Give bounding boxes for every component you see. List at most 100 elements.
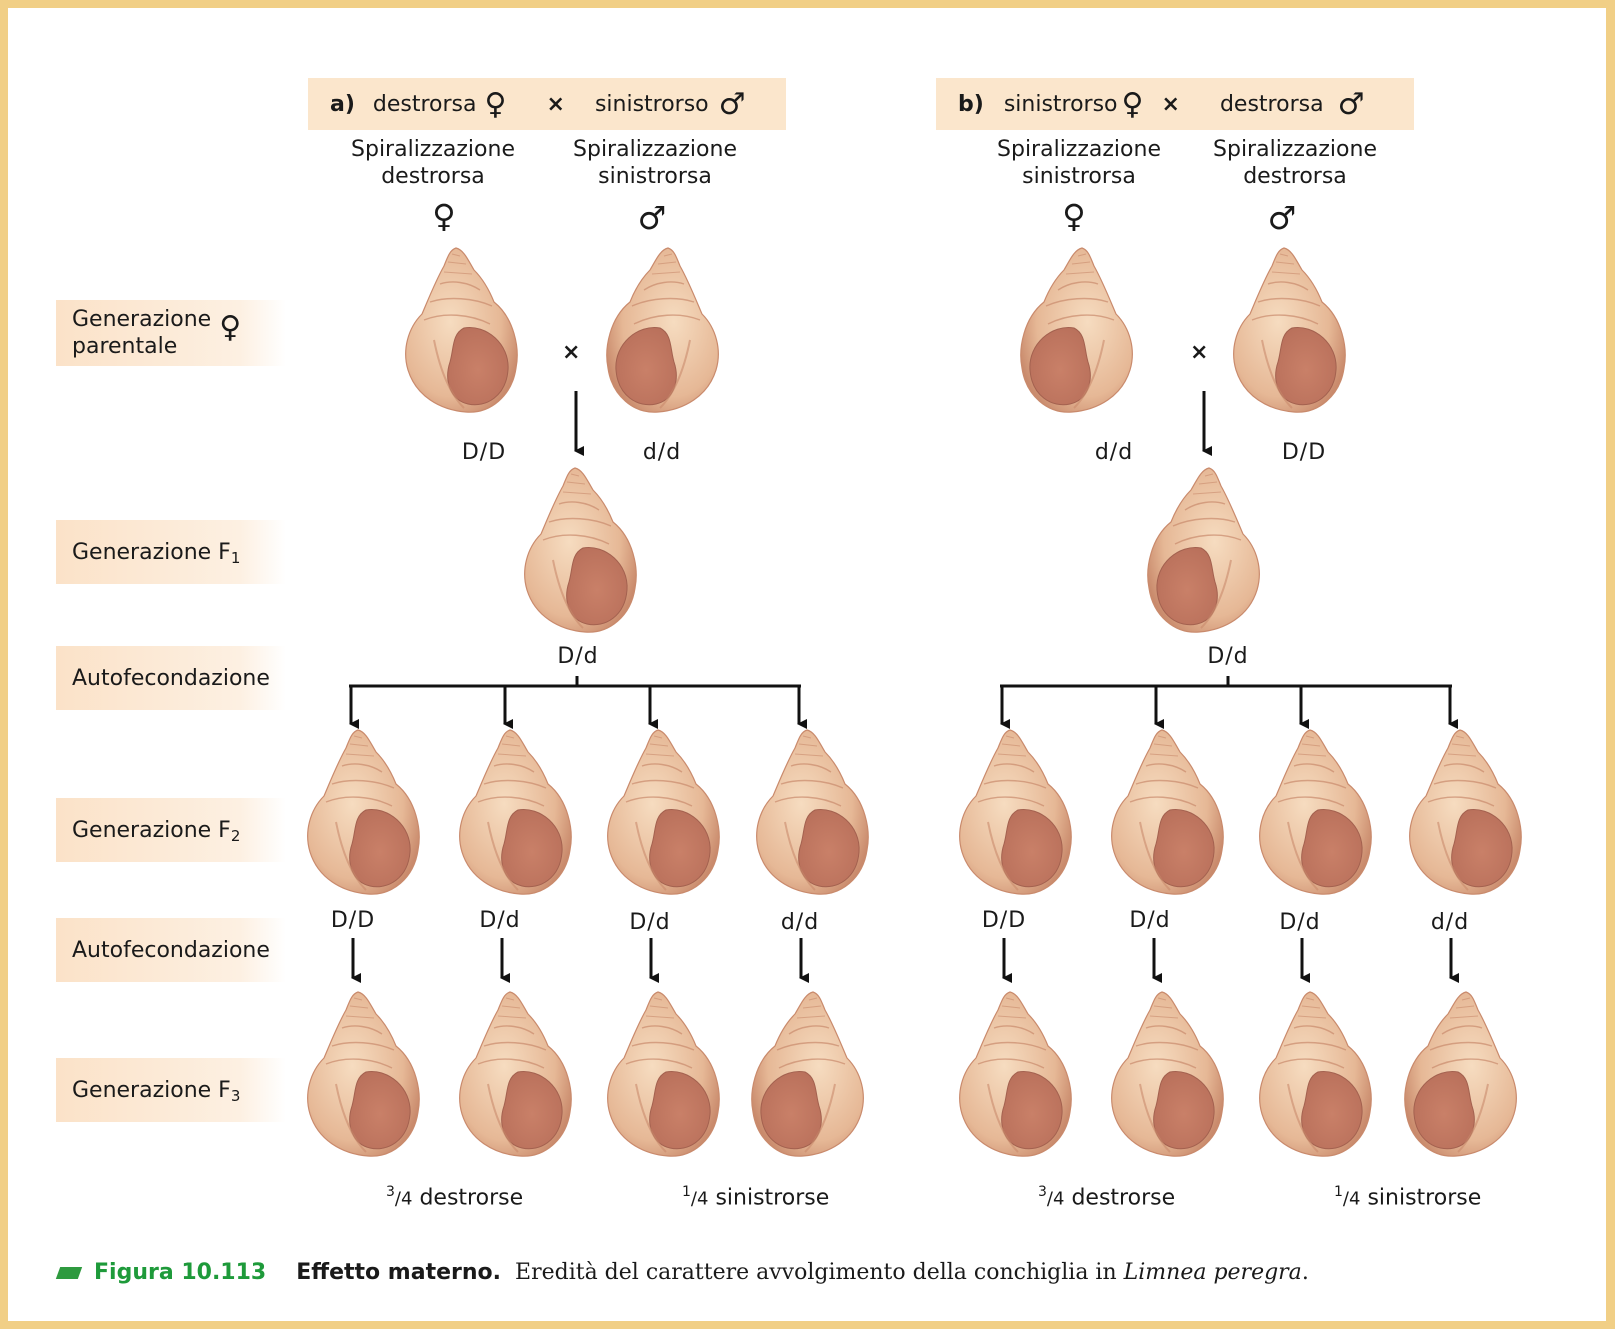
male-symbol-icon: ♂: [719, 87, 746, 122]
genotype-f2-b-2: D/d: [1110, 908, 1190, 933]
female-symbol-icon: ♀: [424, 200, 464, 232]
panel-b-female-phenotype: sinistrorso: [1004, 92, 1118, 117]
shell-f2-a-1: [296, 722, 426, 906]
snail-shell-icon: [596, 722, 726, 902]
row-label-parental: Generazione parentale ♀: [56, 300, 286, 366]
female-symbol-icon: ♀: [485, 87, 507, 122]
male-symbol-icon: ♂: [1262, 202, 1302, 234]
snail-shell-icon: [296, 984, 426, 1164]
genotype-f2-b-4: d/d: [1410, 910, 1490, 935]
row-label-f2-text: Generazione F: [72, 817, 231, 844]
shell-parent-male-b: [1222, 240, 1352, 424]
shell-f2-a-4: [745, 722, 875, 906]
snail-shell-icon: [1398, 984, 1528, 1164]
male-symbol-icon: ♂: [1338, 87, 1365, 122]
shell-f2-b-3: [1248, 722, 1378, 906]
header-b-female: Spiralizzazione sinistrorsa: [994, 136, 1164, 190]
panel-a-male-phenotype: sinistrorso: [595, 92, 709, 117]
snail-shell-icon: [948, 722, 1078, 902]
cross-symbol-icon: ×: [547, 92, 565, 117]
shell-parent-male-a: [600, 240, 730, 424]
genotype-f2-a-1: D/D: [313, 908, 393, 933]
snail-shell-icon: [1100, 722, 1230, 902]
ratio-label: sinistrorse: [715, 1185, 829, 1210]
genotype-f2-a-3: D/d: [610, 910, 690, 935]
snail-shell-icon: [600, 240, 730, 420]
shell-f3-a-1: [296, 984, 426, 1168]
ratio-den: /4: [1343, 1188, 1361, 1209]
ratio-sinistral-a: 1/4 sinistrorse: [682, 1184, 829, 1210]
panel-a-female-phenotype: destrorsa: [373, 92, 477, 117]
male-symbol-icon: ♂: [632, 202, 672, 234]
ratio-den: /4: [691, 1188, 709, 1209]
figure-text: Eredità del carattere avvolgimento della…: [515, 1260, 1117, 1285]
figure-species: Limnea peregra: [1124, 1260, 1302, 1285]
genotype-parent-male-b: D/D: [1264, 440, 1344, 465]
snail-shell-icon: [1248, 722, 1378, 902]
figure-caption: Figura 10.113 Effetto materno. Eredità d…: [58, 1260, 1309, 1285]
snail-shell-icon: [394, 240, 524, 420]
snail-shell-icon: [948, 984, 1078, 1164]
shell-parent-female-b: [1014, 240, 1144, 424]
female-symbol-icon: ♀: [1054, 200, 1094, 232]
genotype-f2-b-3: D/d: [1260, 910, 1340, 935]
ratio-dextral-b: 3/4 destrorse: [1038, 1184, 1175, 1210]
ratio-num: 1: [1334, 1184, 1343, 1200]
snail-shell-icon: [296, 722, 426, 902]
female-symbol-icon: ♀: [219, 314, 241, 341]
panel-a-letter: a): [330, 92, 355, 117]
genotype-f2-a-4: d/d: [760, 910, 840, 935]
snail-shell-icon: [1014, 240, 1144, 420]
snail-shell-icon: [1398, 722, 1528, 902]
ratio-num: 3: [386, 1184, 395, 1200]
panel-b-male-phenotype: destrorsa: [1220, 92, 1324, 117]
panel-b-letter: b): [958, 92, 984, 117]
ratio-sinistral-b: 1/4 sinistrorse: [1334, 1184, 1481, 1210]
row-label-parental-line1: Generazione: [72, 306, 211, 333]
snail-shell-icon: [745, 984, 875, 1164]
snail-shell-icon: [448, 984, 578, 1164]
snail-shell-icon: [1248, 984, 1378, 1164]
shell-f2-b-1: [948, 722, 1078, 906]
ratio-label: destrorse: [419, 1185, 523, 1210]
figure-marker-icon: [56, 1267, 82, 1279]
genotype-parent-female-a: D/D: [444, 440, 524, 465]
shell-f2-a-2: [448, 722, 578, 906]
snail-shell-icon: [596, 984, 726, 1164]
header-a-male: Spiralizzazione sinistrorsa: [570, 136, 740, 190]
ratio-label: sinistrorse: [1367, 1185, 1481, 1210]
shell-f3-b-3: [1248, 984, 1378, 1168]
cross-header-b: b) sinistrorso ♀ × destrorsa ♂: [936, 78, 1414, 130]
cross-symbol-icon: ×: [562, 340, 580, 365]
ratio-num: 3: [1038, 1184, 1047, 1200]
figure-title: Effetto materno.: [296, 1260, 501, 1285]
snail-shell-icon: [1222, 240, 1352, 420]
ratio-dextral-a: 3/4 destrorse: [386, 1184, 523, 1210]
cross-header-a: a) destrorsa ♀ × sinistrorso ♂: [308, 78, 786, 130]
shell-f1-b: [1141, 460, 1271, 644]
ratio-label: destrorse: [1071, 1185, 1175, 1210]
ratio-den: /4: [395, 1188, 413, 1209]
row-label-f1-sub: 1: [231, 545, 241, 572]
row-label-selfing-2: Autofecondazione: [56, 918, 286, 982]
figure-page: { "panel_a": { "letter": "a)", "female_p…: [8, 8, 1606, 1321]
shell-f3-a-3: [596, 984, 726, 1168]
shell-f3-a-4: [745, 984, 875, 1168]
ratio-den: /4: [1047, 1188, 1065, 1209]
cross-symbol-icon: ×: [1162, 92, 1180, 117]
shell-f2-a-3: [596, 722, 726, 906]
header-a-female: Spiralizzazione destrorsa: [348, 136, 518, 190]
genotype-f1-b: D/d: [1188, 644, 1268, 669]
shell-parent-female-a: [394, 240, 524, 424]
shell-f3-b-4: [1398, 984, 1528, 1168]
header-b-male: Spiralizzazione destrorsa: [1210, 136, 1380, 190]
row-label-parental-line2: parentale: [72, 333, 211, 360]
row-label-f1-text: Generazione F: [72, 539, 231, 566]
snail-shell-icon: [448, 722, 578, 902]
genotype-f1-a: D/d: [538, 644, 618, 669]
row-label-selfing-1: Autofecondazione: [56, 646, 286, 710]
shell-f3-b-1: [948, 984, 1078, 1168]
shell-f2-b-2: [1100, 722, 1230, 906]
